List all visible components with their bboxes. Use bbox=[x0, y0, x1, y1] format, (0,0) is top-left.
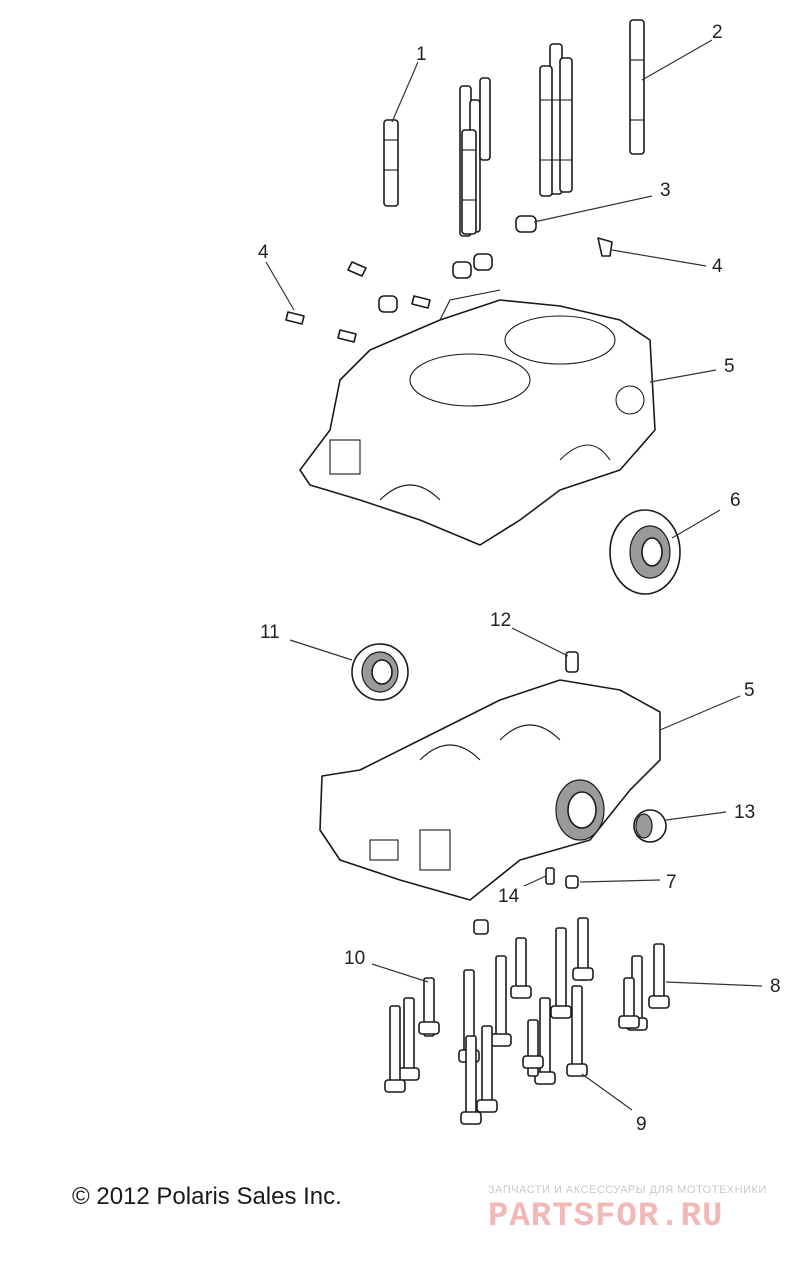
dowel-lower bbox=[473, 919, 489, 935]
upper-crankcase bbox=[299, 289, 656, 546]
callout-10: 10 bbox=[344, 948, 365, 969]
callout-8: 8 bbox=[770, 976, 781, 997]
stud-group-1 bbox=[383, 77, 491, 237]
bolt-group-10 bbox=[384, 977, 440, 1093]
bushing-13 bbox=[633, 809, 667, 843]
callout-4-right: 4 bbox=[712, 256, 723, 277]
stud-group-2 bbox=[539, 19, 645, 197]
callout-1: 1 bbox=[416, 44, 427, 65]
copyright-notice: © 2012 Polaris Sales Inc. bbox=[72, 1183, 342, 1210]
seal-6 bbox=[609, 509, 681, 595]
seal-11 bbox=[351, 643, 409, 701]
nut-7 bbox=[565, 875, 579, 889]
watermark-logo: PARTSFOR.RU bbox=[488, 1198, 724, 1236]
dowel-pin-12 bbox=[565, 651, 579, 673]
callout-4-left: 4 bbox=[258, 242, 269, 263]
bolt-14 bbox=[545, 867, 555, 885]
bolt-group-9 bbox=[458, 917, 594, 1125]
callout-3: 3 bbox=[660, 180, 671, 201]
callout-numbers: 1 2 3 4 4 5 6 11 12 5 13 7 14 10 8 9 bbox=[258, 22, 781, 1135]
fitting-group-4 bbox=[285, 237, 613, 343]
callout-11: 11 bbox=[260, 622, 280, 643]
callout-9: 9 bbox=[636, 1114, 647, 1135]
lower-crankcase bbox=[319, 679, 661, 901]
leader-lines bbox=[265, 39, 763, 1111]
watermark-tagline: ЗАПЧАСТИ И АКСЕССУАРЫ ДЛЯ МОТОТЕХНИКИ bbox=[488, 1184, 767, 1196]
dowel-group-3 bbox=[378, 215, 537, 313]
callout-5-lower: 5 bbox=[744, 680, 755, 701]
callout-5-upper: 5 bbox=[724, 356, 735, 377]
callout-6: 6 bbox=[730, 490, 741, 511]
callout-2: 2 bbox=[712, 22, 723, 43]
callout-14: 14 bbox=[498, 886, 520, 907]
callout-13: 13 bbox=[734, 802, 755, 823]
bolt-group-8 bbox=[618, 943, 670, 1031]
callout-7: 7 bbox=[666, 872, 677, 893]
callout-12: 12 bbox=[490, 610, 511, 631]
